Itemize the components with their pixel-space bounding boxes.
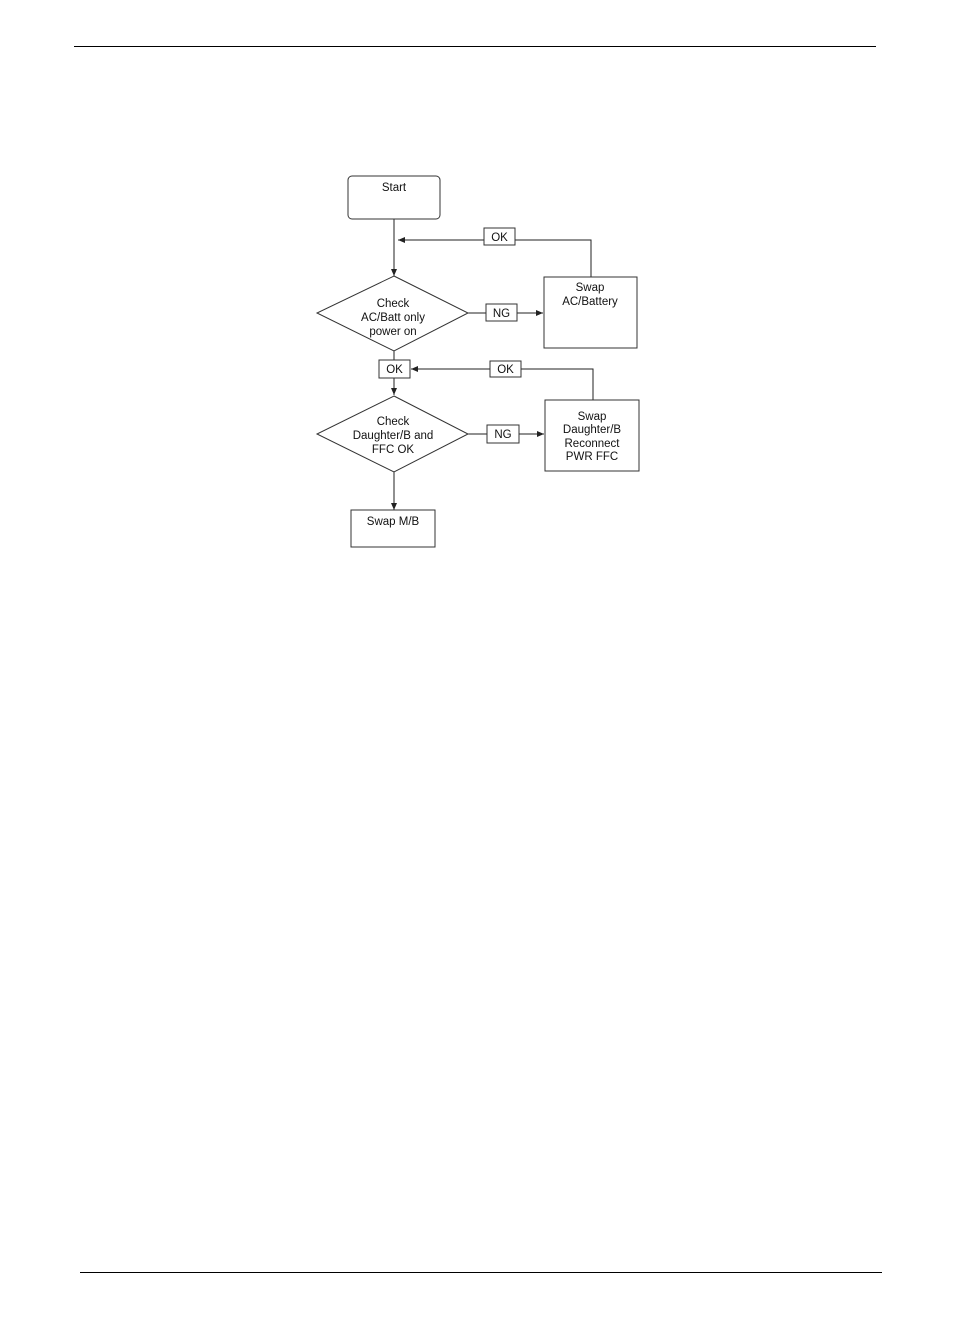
swap-mb-box: Swap M/B (351, 510, 435, 547)
check-power-decision: Check AC/Batt only power on (317, 276, 468, 351)
ok-label-loop-1-text: OK (491, 232, 508, 244)
ok-label-main: OK (379, 360, 410, 378)
check-daughter-line-1: Check (377, 416, 410, 428)
ng-label-2-text: NG (494, 429, 511, 441)
ng-label-2: NG (487, 425, 519, 443)
check-power-line-2: AC/Batt only (361, 312, 425, 324)
ok-label-loop-2: OK (490, 361, 521, 377)
check-power-line-1: Check (377, 298, 410, 310)
swap-daughter-line-4: PWR FFC (566, 451, 618, 463)
arrow-swap-battery-ok-loop (398, 240, 591, 277)
ok-label-loop-2-text: OK (497, 364, 514, 376)
ok-label-loop-1: OK (484, 228, 515, 245)
swap-ac-battery-line-2: AC/Battery (562, 296, 618, 308)
swap-daughter-board-box: Swap Daughter/B Reconnect PWR FFC (545, 400, 639, 471)
swap-ac-battery-line-1: Swap (576, 282, 605, 294)
swap-mb-label: Swap M/B (367, 516, 420, 528)
ok-label-main-text: OK (386, 364, 403, 376)
swap-ac-battery-box: Swap AC/Battery (544, 277, 637, 348)
ng-label-1-text: NG (493, 308, 510, 320)
check-daughter-line-2: Daughter/B and (353, 430, 434, 442)
check-power-line-3: power on (369, 326, 416, 338)
ng-label-1: NG (486, 304, 517, 321)
swap-daughter-line-2: Daughter/B (563, 424, 622, 436)
swap-daughter-line-3: Reconnect (565, 438, 621, 450)
check-daughter-line-3: FFC OK (372, 444, 414, 456)
start-node: Start (348, 176, 440, 219)
swap-daughter-line-1: Swap (578, 411, 607, 423)
check-daughter-decision: Check Daughter/B and FFC OK (317, 396, 468, 472)
start-label: Start (382, 182, 407, 194)
